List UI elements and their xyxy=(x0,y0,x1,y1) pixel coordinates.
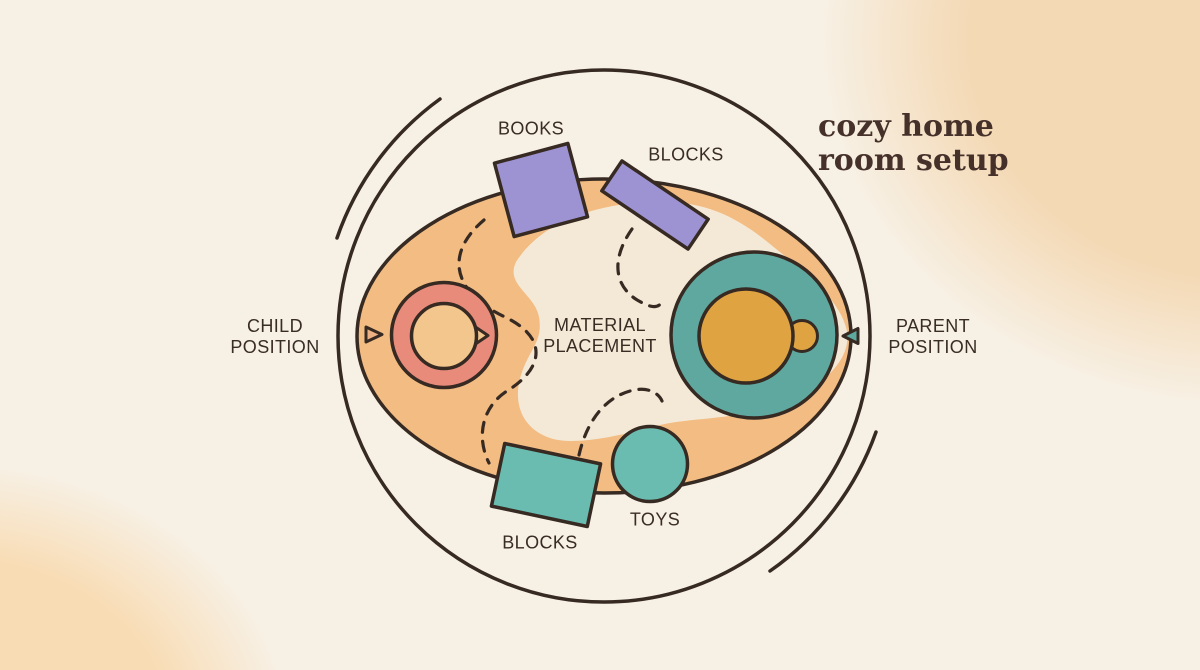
dashed-path-right xyxy=(616,227,666,309)
blocks-rect-top xyxy=(600,159,710,251)
parent-position-line2: POSITION xyxy=(888,337,978,357)
parent-direction-triangle-icon xyxy=(841,327,860,345)
child-position-line1: CHILD xyxy=(246,316,303,336)
material-placement-line1: MATERIAL xyxy=(554,315,646,335)
books-label: BOOKS xyxy=(497,118,565,139)
child-position-line2: POSITION xyxy=(230,337,320,357)
parent-marker-head xyxy=(697,287,795,385)
diagram-title-line2: room setup xyxy=(818,143,1009,178)
child-marker-face xyxy=(409,301,479,371)
dashed-path-bottom xyxy=(577,387,664,457)
blocks-top-label: BLOCKS xyxy=(648,144,724,165)
blocks-rect-bottom-shape xyxy=(489,441,603,529)
decorative-arc-bottom-right xyxy=(768,430,878,573)
books-square-shape xyxy=(492,141,590,239)
parent-position-label: PARENT POSITION xyxy=(888,316,977,358)
parent-position-line1: PARENT xyxy=(895,316,971,336)
books-square xyxy=(492,141,590,239)
blocks-rect-bottom xyxy=(489,441,603,529)
diagram-title: cozy home room setup xyxy=(818,110,1009,178)
diagram-title-line1: cozy home xyxy=(818,109,994,144)
toys-circle xyxy=(610,424,690,504)
toys-label: TOYS xyxy=(629,509,681,530)
material-placement-line2: PLACEMENT xyxy=(543,336,657,356)
decorative-arc-top-left xyxy=(335,97,442,240)
rug-edge-triangle-icon xyxy=(364,325,384,344)
child-position-label: CHILD POSITION xyxy=(230,316,319,358)
blocks-rect-top-shape xyxy=(600,159,710,251)
blocks-bottom-label: BLOCKS xyxy=(502,532,578,553)
material-placement-label: MATERIAL PLACEMENT xyxy=(543,315,657,357)
